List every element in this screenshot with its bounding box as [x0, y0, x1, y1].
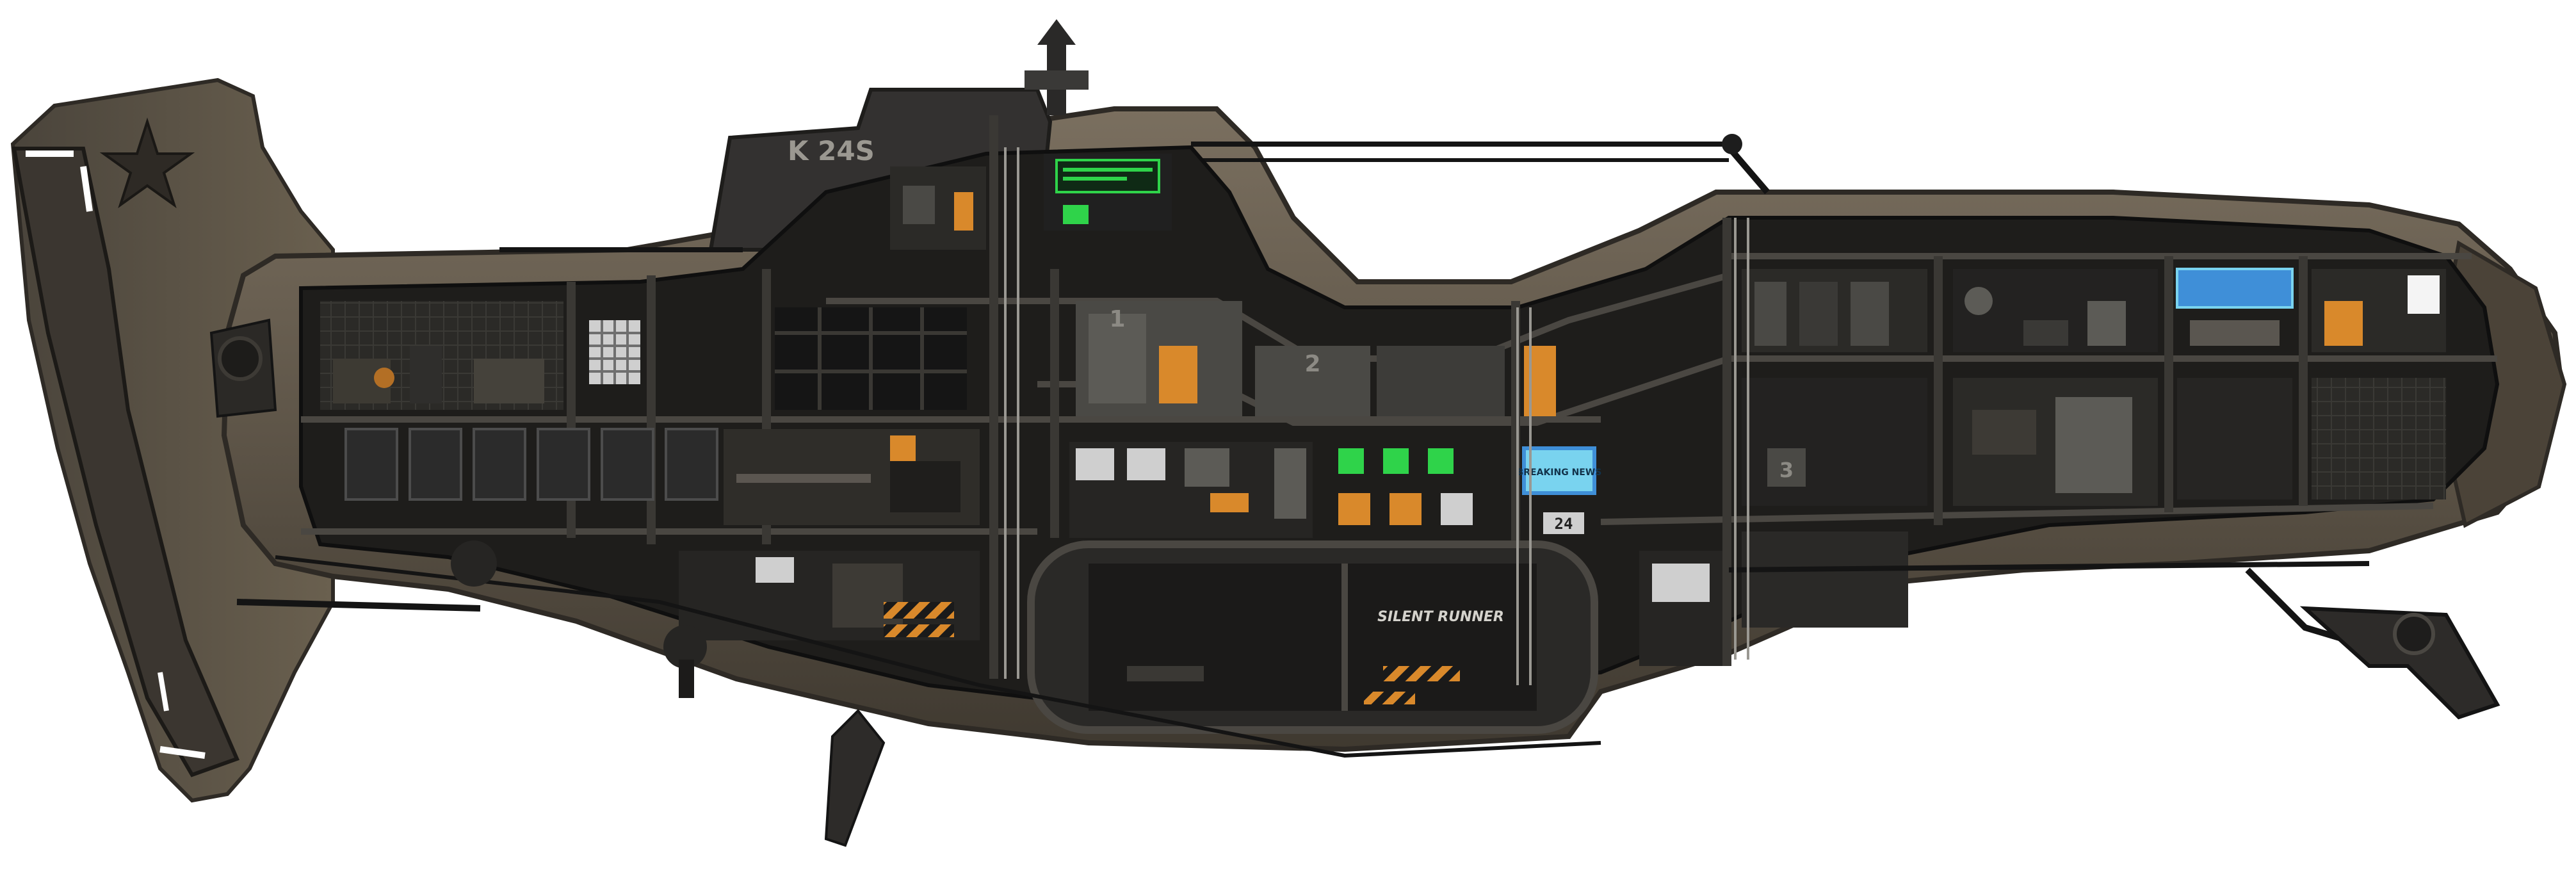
deck-room-1: 1	[1076, 301, 1242, 416]
aft-cargo-room	[320, 301, 563, 410]
tail-fin	[10, 77, 335, 803]
underside-fittings	[236, 540, 2500, 847]
portrait-gallery	[344, 428, 718, 501]
map-screen	[2176, 268, 2294, 346]
control-room	[1069, 442, 1473, 538]
mess-hall	[724, 429, 980, 525]
bow-panel	[2312, 269, 2446, 352]
news-screen: BREAKING NEWS	[1517, 446, 1602, 495]
deck-number-1: 1	[1109, 306, 1125, 332]
forward-lower-bay: 3	[1742, 378, 2446, 506]
hull-designation-text: K 24S	[788, 135, 875, 166]
forward-lab	[1742, 269, 2158, 352]
red-star-icon	[99, 117, 195, 209]
bridge-room	[890, 154, 1172, 250]
hazard-strips	[884, 624, 1415, 704]
hull-designation: K 24S	[788, 135, 875, 166]
deck-number-2: 2	[1304, 351, 1320, 377]
vent-grille	[589, 320, 640, 384]
deck-number-3: 3	[1779, 458, 1794, 482]
ladders	[1004, 147, 1749, 685]
ballast-tank: SILENT RUNNER	[1027, 540, 1598, 734]
sonar-bay	[1639, 532, 1908, 666]
locker-row	[775, 307, 967, 410]
graffiti-tag: SILENT RUNNER	[1377, 609, 1504, 625]
news-screen-label: BREAKING NEWS	[1517, 467, 1602, 478]
wall-number-plate: 24	[1543, 512, 1584, 534]
wall-number: 24	[1555, 515, 1573, 533]
